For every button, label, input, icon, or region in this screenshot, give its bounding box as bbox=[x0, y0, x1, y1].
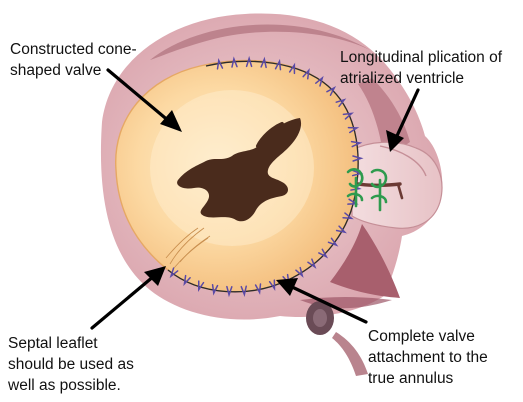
suture-stitch bbox=[318, 248, 329, 259]
label-longitudinal-plication: Longitudinal plication of atrialized ven… bbox=[340, 49, 503, 87]
suture-stitch bbox=[288, 62, 296, 75]
suture-stitch bbox=[342, 212, 354, 220]
tissue-lower-right bbox=[332, 332, 368, 376]
suture-stitch bbox=[274, 58, 282, 71]
suture-stitch bbox=[211, 284, 219, 296]
suture-stitch bbox=[216, 58, 224, 70]
suture-stitch bbox=[260, 56, 267, 69]
suture-stitch bbox=[326, 85, 337, 96]
tissue-band-lower bbox=[330, 224, 400, 298]
coronary-sinus-inner bbox=[313, 309, 327, 327]
ventricle-fold bbox=[379, 145, 427, 177]
suture-stitch bbox=[245, 55, 253, 68]
suture-stitch bbox=[335, 225, 348, 234]
label-constructed-valve: Constructed cone- shaped valve bbox=[10, 41, 137, 79]
plication-sutures bbox=[346, 168, 388, 212]
suture-stitch bbox=[254, 283, 262, 295]
suture-stitch bbox=[197, 280, 205, 292]
suture-stitch bbox=[268, 279, 276, 291]
suture-stitch bbox=[183, 274, 191, 287]
suture-stitch bbox=[335, 98, 347, 108]
suture-stitch bbox=[169, 267, 179, 279]
suture-stitch bbox=[347, 126, 360, 134]
suture-stitch bbox=[352, 155, 364, 162]
label-valve-attachment: Complete valve attachment to the true an… bbox=[368, 328, 488, 387]
septal-leaflet-folds bbox=[165, 227, 211, 269]
suture-stitch bbox=[295, 266, 304, 278]
plication-line-end bbox=[396, 182, 404, 200]
annotation-arrows bbox=[90, 68, 420, 330]
tissue-rim-top bbox=[150, 24, 370, 60]
suture-stitch bbox=[342, 112, 354, 120]
suture-stitch bbox=[307, 258, 317, 269]
suture-stitch bbox=[231, 56, 238, 68]
valve-orifice bbox=[177, 118, 302, 222]
suture-stitch bbox=[240, 285, 247, 297]
suture-stitch bbox=[302, 68, 310, 80]
suture-stitch bbox=[226, 285, 233, 298]
orifice-branch bbox=[256, 122, 284, 148]
suture-stitch bbox=[350, 140, 363, 148]
label-septal-leaflet: Septal leaflet should be used as well as… bbox=[8, 335, 134, 394]
suture-stitch bbox=[327, 237, 339, 247]
suture-stitch bbox=[315, 75, 324, 87]
